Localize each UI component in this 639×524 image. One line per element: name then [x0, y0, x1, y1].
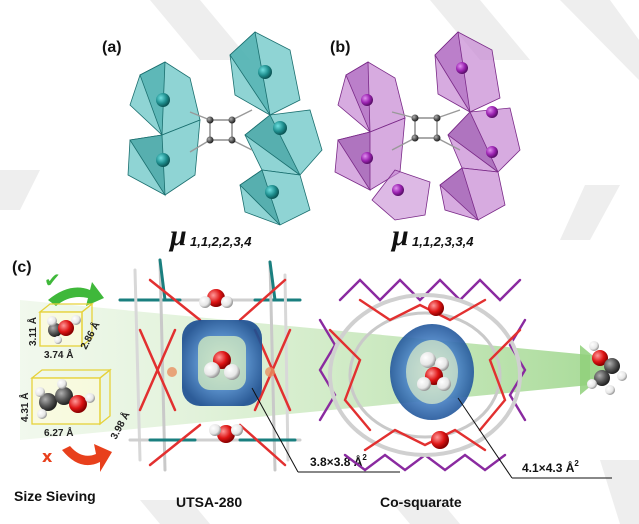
- teal-polyhedra-cluster: [127, 31, 323, 226]
- exiting-molecule: [587, 341, 627, 395]
- accept-arrow-icon: [48, 282, 104, 306]
- panel-label-a: (a): [102, 39, 122, 56]
- coordination-mode-a: μ 1,1,2,2,3,4: [168, 219, 252, 252]
- co-squarate-label: Co-squarate: [380, 494, 462, 510]
- reject-arrow-icon: [62, 444, 112, 472]
- squarate-linker-a: [189, 109, 253, 153]
- co-squarate-framework: [318, 278, 527, 472]
- magenta-polyhedra-cluster: [334, 31, 521, 222]
- co-squarate-pore-callout: 4.1×4.3 Å2: [457, 397, 612, 479]
- small-height-label: 3.11 Å: [26, 317, 39, 346]
- utsa-280-pore: [167, 289, 275, 443]
- panel-label-c: (c): [12, 259, 32, 276]
- mu-subscript-a: 1,1,2,2,3,4: [190, 234, 252, 249]
- utsa-280-framework: [118, 258, 302, 472]
- mu-symbol-b: μ: [390, 219, 409, 252]
- accept-check-icon: ✔: [44, 268, 61, 292]
- small-molecule-box: 3.11 Å 3.74 Å 2.86 Å: [26, 302, 102, 361]
- panel-label-b: (b): [330, 39, 350, 56]
- large-width-label: 6.27 Å: [44, 426, 73, 439]
- mu-symbol-a: μ: [168, 219, 187, 252]
- co-squarate-pore: [390, 300, 474, 449]
- large-height-label: 4.31 Å: [18, 393, 31, 422]
- teal-metal-atoms: [156, 65, 287, 199]
- mu-subscript-b: 1,1,2,3,3,4: [412, 234, 474, 249]
- coordination-mode-b: μ 1,1,2,3,3,4: [390, 219, 474, 252]
- squarate-linker-b: [391, 109, 461, 151]
- utsa-280-label: UTSA-280: [176, 494, 242, 510]
- small-width-label: 3.74 Å: [44, 348, 73, 361]
- magenta-metal-atoms: [361, 62, 498, 196]
- size-sieving-label: Size Sieving: [14, 488, 96, 504]
- cosq-pore-size: 4.1×4.3 Å2: [522, 459, 579, 475]
- reject-cross-icon: x: [42, 447, 53, 466]
